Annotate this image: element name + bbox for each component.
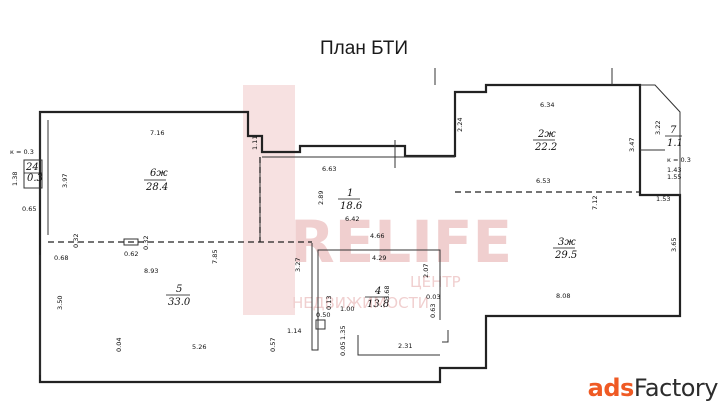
dim-label: к = 0.3 bbox=[10, 148, 34, 156]
watermark: RELIFE ЦЕНТР НЕДВИЖИМОСТИ bbox=[243, 85, 512, 315]
dim-label: 6.42 bbox=[345, 215, 359, 223]
dim-label: 0.57 bbox=[269, 338, 277, 352]
room-3-number: 3ж bbox=[558, 237, 576, 248]
room-7-area: 1.1 bbox=[667, 138, 683, 149]
dim-label: 0.32 bbox=[72, 234, 80, 248]
dim-label: 3.27 bbox=[294, 258, 302, 272]
dim-label: 2.24 bbox=[456, 118, 464, 132]
dim-label: 0.04 bbox=[115, 338, 123, 352]
dim-label: 0.68 bbox=[54, 254, 68, 262]
room-6-area: 28.4 bbox=[145, 182, 168, 193]
dim-label: 3.22 bbox=[654, 121, 662, 135]
dim-label: 4.29 bbox=[372, 254, 386, 262]
room-3-area: 29.5 bbox=[554, 250, 577, 261]
room-6-number: 6ж bbox=[150, 168, 168, 179]
dim-label: 1.00 bbox=[340, 305, 354, 313]
dim-label: 4.66 bbox=[370, 232, 384, 240]
dim-label: 3.47 bbox=[628, 138, 636, 152]
plan-title: План БТИ bbox=[320, 38, 408, 59]
dimension-labels: 6.34 7.16 1.11 6.63 2.24 3.47 3.22 1.43 … bbox=[10, 101, 691, 356]
room-labels: 6ж 28.4 1 18.6 2ж 22.2 7 1.1 3ж 29.5 5 3… bbox=[24, 125, 683, 310]
dim-label: 0.63 bbox=[429, 304, 437, 318]
dim-label: 1.53 bbox=[656, 195, 670, 203]
dim-label: 6.63 bbox=[322, 165, 336, 173]
room-24-area: 0.3 bbox=[27, 173, 43, 184]
adsfactory-logo: adsFactory bbox=[587, 374, 719, 402]
watermark-line1: ЦЕНТР bbox=[410, 273, 461, 291]
dim-label: 1.35 bbox=[339, 326, 347, 340]
dim-label: 1.55 bbox=[667, 173, 681, 181]
room-5-number: 5 bbox=[176, 284, 182, 295]
room-24-number: 24 bbox=[25, 162, 39, 173]
dim-label: 6.53 bbox=[536, 177, 550, 185]
dim-label: 7.12 bbox=[591, 196, 599, 210]
watermark-brand: RELIFE bbox=[290, 208, 512, 276]
dim-label: 0.32 bbox=[142, 236, 150, 250]
dim-label: 6.34 bbox=[540, 101, 554, 109]
dim-label: 0.05 bbox=[339, 342, 347, 356]
watermark-line2: НЕДВИЖИМОСТИ bbox=[292, 294, 429, 312]
dim-label: 1.43 bbox=[667, 166, 681, 174]
dim-label: 3.68 bbox=[383, 286, 391, 300]
dim-label: 3.65 bbox=[670, 238, 678, 252]
room-5-area: 33.0 bbox=[168, 297, 191, 308]
dim-label: 5.26 bbox=[192, 343, 206, 351]
dim-label: 2.89 bbox=[317, 191, 325, 205]
dim-label: 0.03 bbox=[426, 293, 440, 301]
dim-label: 0.62 bbox=[124, 250, 138, 258]
dim-label: 8.08 bbox=[556, 292, 570, 300]
dim-label: 2.07 bbox=[422, 264, 430, 278]
room-1-area: 18.6 bbox=[340, 201, 363, 212]
watermark-bar bbox=[243, 85, 295, 315]
room-7-number: 7 bbox=[670, 125, 677, 136]
dim-label: 3.97 bbox=[61, 174, 69, 188]
room-2-area: 22.2 bbox=[534, 142, 557, 153]
room-4-number: 4 bbox=[374, 286, 381, 297]
dim-label: 0.13 bbox=[325, 296, 333, 310]
partitions bbox=[48, 157, 640, 243]
dim-label: 8.93 bbox=[144, 267, 158, 275]
dim-label: 1.38 bbox=[11, 172, 19, 186]
dim-label: к = 0.3 bbox=[667, 156, 691, 164]
logo-part2: Factory bbox=[633, 374, 719, 402]
dim-label: 0.50 bbox=[316, 311, 330, 319]
room-2-number: 2ж bbox=[537, 129, 556, 140]
logo-part1: ads bbox=[587, 374, 635, 402]
room-1-number: 1 bbox=[347, 188, 353, 199]
room-4-area: 13.8 bbox=[367, 299, 389, 310]
dim-label: 1.14 bbox=[287, 327, 301, 335]
dim-label: 3.50 bbox=[56, 296, 64, 310]
dim-label: 2.31 bbox=[398, 342, 412, 350]
dim-label: 7.16 bbox=[150, 129, 164, 137]
dim-label: 1.11 bbox=[251, 136, 259, 150]
dim-label: 7.85 bbox=[211, 250, 219, 264]
dim-label: 0.65 bbox=[22, 205, 36, 213]
